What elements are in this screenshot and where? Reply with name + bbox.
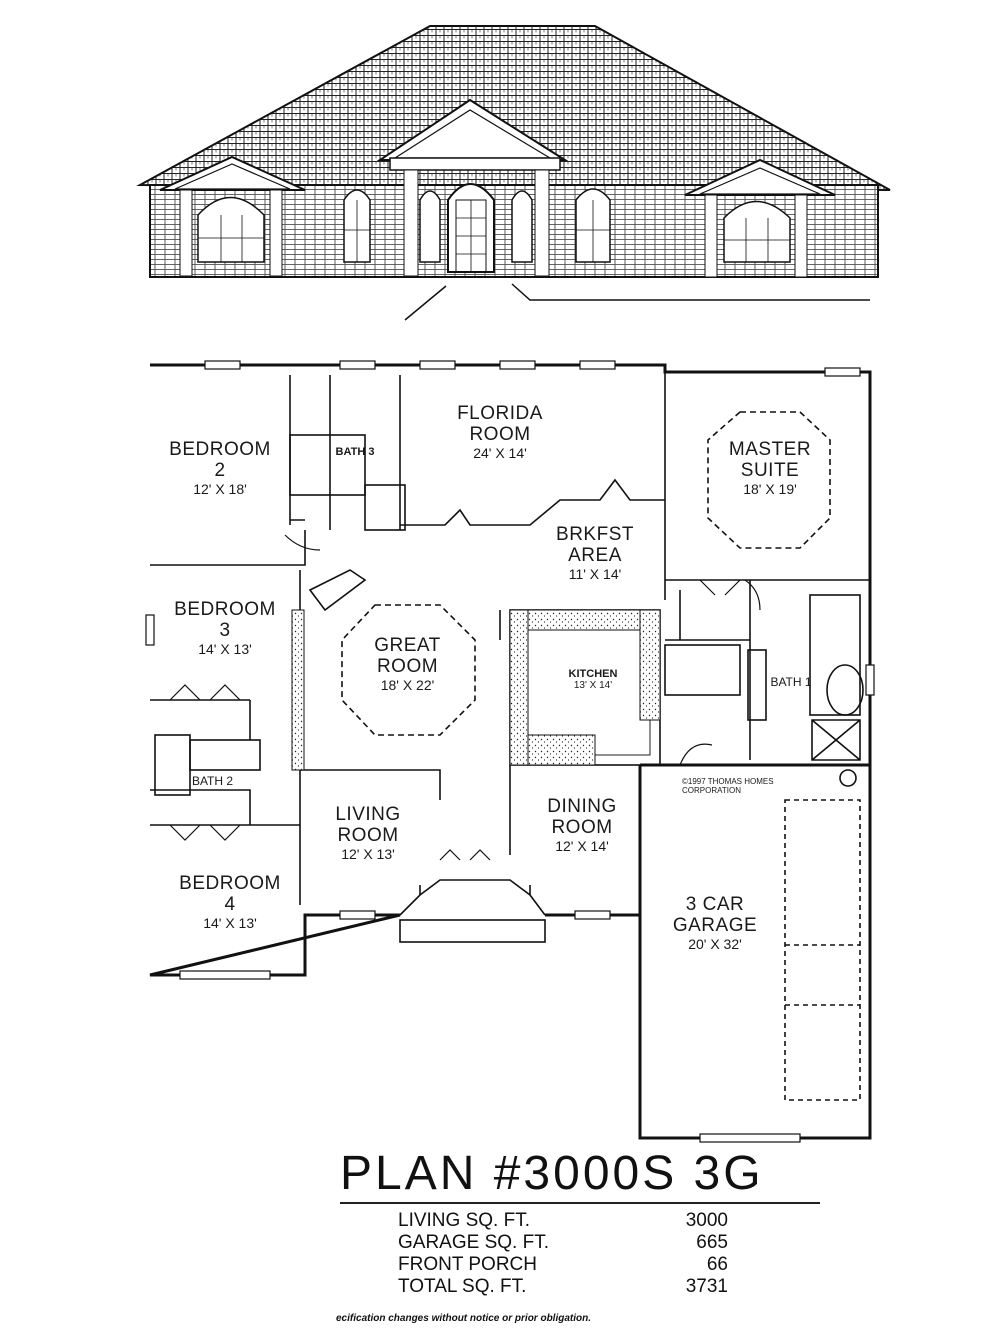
room-number: 4: [224, 893, 236, 915]
plan-title: PLAN #3000S 3G: [340, 1150, 820, 1204]
stat-row: GARAGE SQ. FT. 665: [398, 1232, 728, 1254]
room-name-2: ROOM: [551, 816, 613, 838]
exterior-wall: [149, 363, 872, 1140]
room-size: 12' X 18': [193, 480, 247, 497]
room-label-florida-room: FLORIDA ROOM 24' X 14': [440, 403, 560, 461]
room-size: 20' X 32': [688, 935, 742, 952]
room-name-2: ROOM: [376, 655, 439, 677]
room-size: 14' X 13': [203, 914, 257, 931]
room-name: BEDROOM: [179, 873, 281, 894]
room-name: GREAT: [374, 635, 441, 656]
stat-label: FRONT PORCH: [398, 1253, 537, 1275]
room-name: BRKFST: [556, 524, 634, 545]
stat-row: FRONT PORCH 66: [398, 1254, 728, 1276]
room-name-2: SUITE: [740, 459, 800, 481]
stat-value: 665: [696, 1231, 728, 1253]
stat-label: LIVING SQ. FT.: [398, 1210, 530, 1231]
room-size: 13' X 14': [573, 680, 613, 692]
room-label-kitchen: KITCHEN 13' X 14': [548, 668, 638, 691]
room-label-garage: 3 CAR GARAGE 20' X 32': [660, 894, 770, 952]
stat-value: 3000: [685, 1210, 728, 1231]
stat-value: 66: [706, 1253, 728, 1275]
room-name: BEDROOM: [174, 599, 276, 620]
stat-label: GARAGE SQ. FT.: [398, 1231, 549, 1253]
room-size: 18' X 19': [743, 480, 797, 497]
room-name-2: GARAGE: [672, 914, 758, 936]
room-size: 14' X 13': [198, 640, 252, 657]
room-name: BATH 1: [770, 675, 812, 689]
room-label-bath-2: BATH 2: [185, 774, 240, 788]
room-label-bedroom-3: BEDROOM 3 14' X 13': [165, 599, 285, 657]
room-label-bedroom-4: BEDROOM 4 14' X 13': [170, 873, 290, 931]
room-label-bath-1: BATH 1: [766, 675, 816, 689]
room-number: 3: [219, 619, 231, 641]
room-name: BATH 3: [335, 446, 375, 458]
front-elevation-drawing: [136, 25, 891, 321]
room-name: MASTER: [728, 439, 812, 460]
stat-label: TOTAL SQ. FT.: [398, 1275, 527, 1297]
room-name: FLORIDA: [457, 403, 543, 424]
room-name: KITCHEN: [568, 668, 618, 680]
room-label-great-room: GREAT ROOM 18' X 22': [350, 635, 465, 693]
room-name-2: AREA: [568, 544, 622, 566]
room-name-2: ROOM: [469, 423, 531, 445]
copyright-notice: ©1997 THOMAS HOMES CORPORATION: [682, 777, 774, 795]
stat-row: LIVING SQ. FT. 3000: [398, 1210, 728, 1232]
room-name: DINING: [547, 796, 617, 817]
room-name: BATH 2: [191, 774, 234, 788]
footnote: ecification changes without notice or pr…: [336, 1313, 592, 1324]
room-name-2: ROOM: [337, 824, 399, 846]
room-label-master-suite: MASTER SUITE 18' X 19': [710, 439, 830, 497]
room-name: 3 CAR: [685, 894, 745, 915]
room-size: 18' X 22': [380, 676, 435, 693]
stat-row: TOTAL SQ. FT. 3731: [398, 1276, 728, 1298]
square-footage-table: LIVING SQ. FT. 3000 GARAGE SQ. FT. 665 F…: [398, 1210, 728, 1297]
room-label-bedroom-2: BEDROOM 2 12' X 18': [160, 439, 280, 497]
room-name: BEDROOM: [169, 439, 271, 460]
room-size: 11' X 14': [568, 565, 622, 582]
room-name: LIVING: [335, 804, 401, 825]
room-number: 2: [214, 459, 226, 481]
room-label-brkfst-area: BRKFST AREA 11' X 14': [535, 524, 655, 582]
room-label-bath-3: BATH 3: [330, 446, 380, 458]
room-size: 12' X 13': [341, 845, 395, 862]
room-label-living-room: LIVING ROOM 12' X 13': [318, 804, 418, 862]
room-size: 24' X 14': [473, 444, 527, 461]
stat-value: 3731: [685, 1275, 728, 1297]
room-label-dining-room: DINING ROOM 12' X 14': [532, 796, 632, 854]
room-size: 12' X 14': [555, 837, 609, 854]
